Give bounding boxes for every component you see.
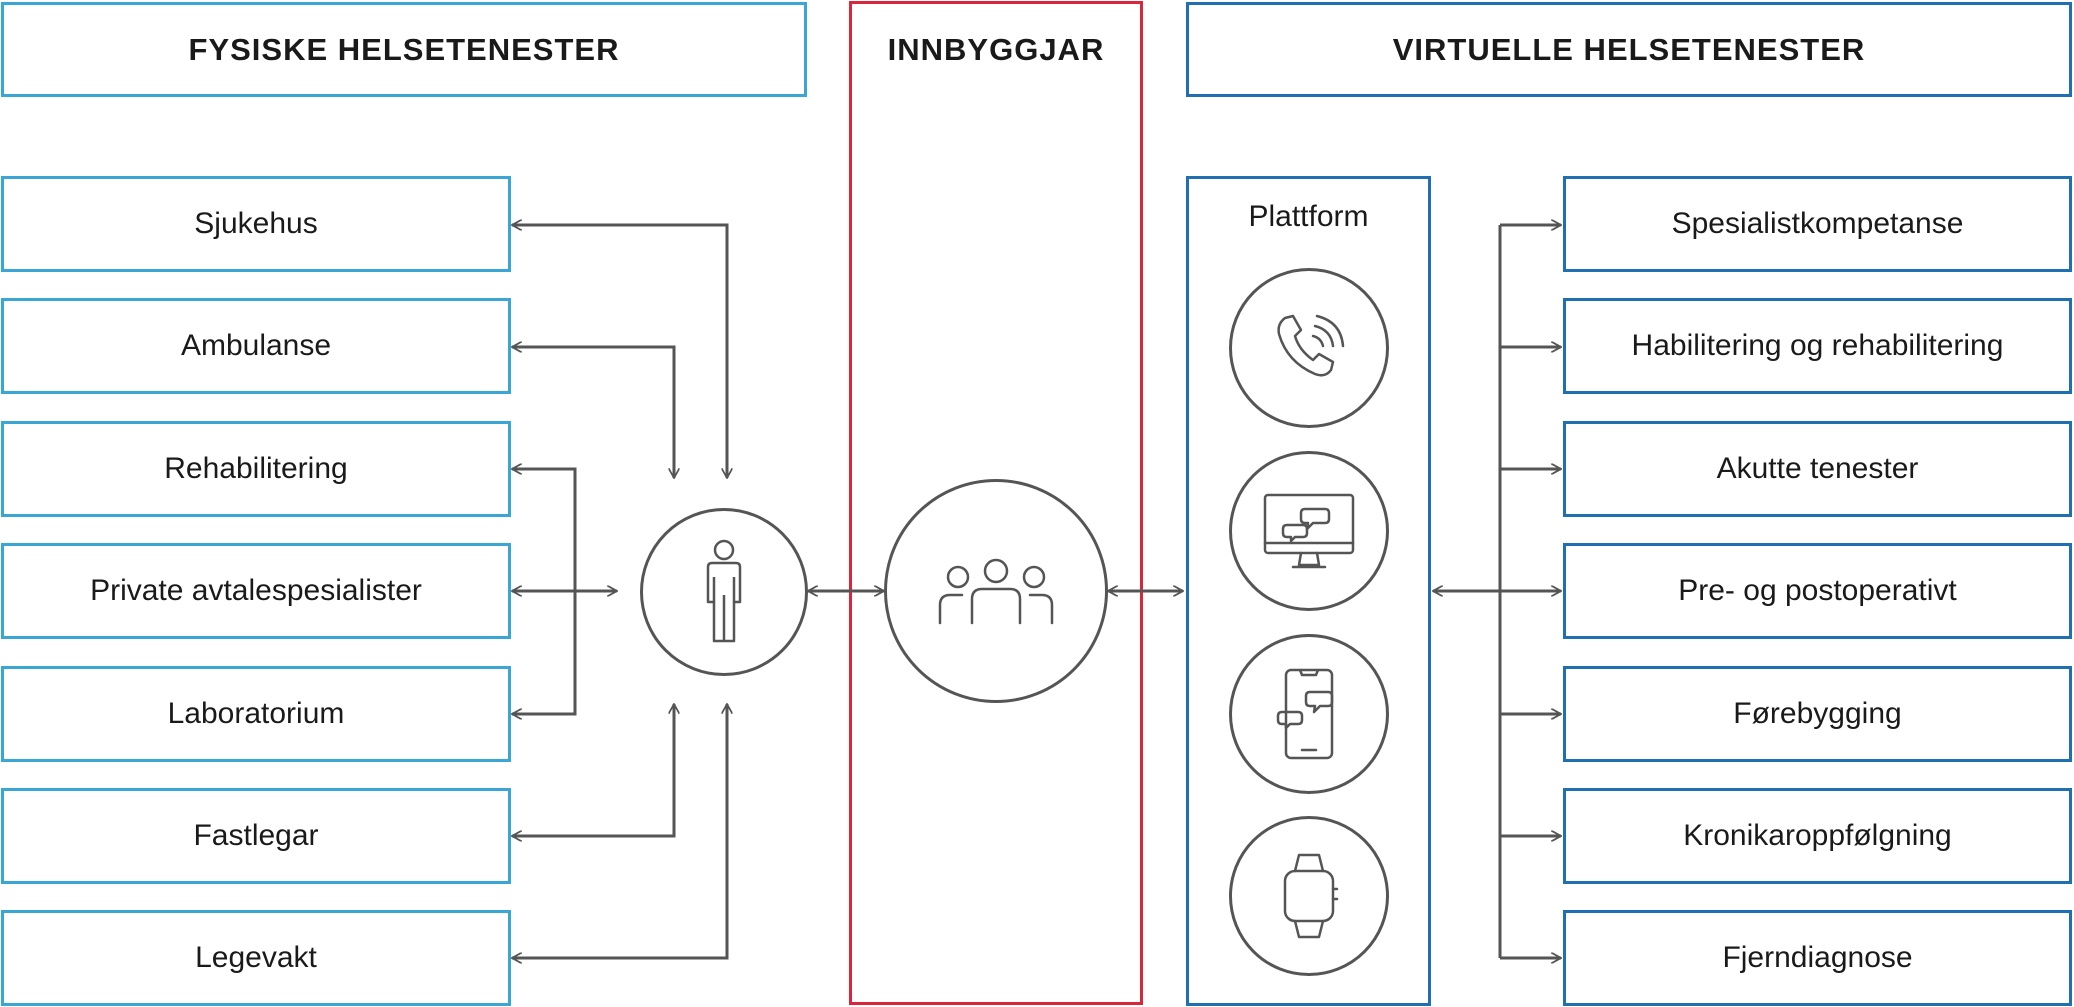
person-icon [706, 539, 742, 643]
service-rehabilitering: Rehabilitering [1, 421, 511, 517]
service-habilitering-og-rehabilitering: Habilitering og rehabilitering [1563, 298, 2072, 394]
platform-label: Plattform [1248, 200, 1369, 233]
smartwatch-circle [1229, 816, 1389, 976]
service-sjukehus: Sjukehus [1, 176, 511, 272]
phone-icon [1277, 314, 1345, 377]
service-laboratorium: Laboratorium [1, 666, 511, 762]
service-spesialistkompetanse: Spesialistkompetanse [1563, 176, 2072, 272]
citizens-circle [884, 479, 1108, 703]
group-icon [938, 558, 1054, 625]
service-forebygging: Førebygging [1563, 666, 2072, 762]
service-kronikaroppfolgning: Kronikaroppfølgning [1563, 788, 2072, 884]
mobile-chat-icon [1276, 668, 1334, 760]
header-virtual: VIRTUELLE HELSETENESTER [1186, 2, 2072, 97]
header-citizen: INNBYGGJAR [887, 32, 1105, 67]
desktop-chat-icon [1263, 493, 1355, 569]
mobile-chat-circle [1229, 634, 1389, 794]
service-ambulanse: Ambulanse [1, 298, 511, 394]
service-pre-og-postoperativt: Pre- og postoperativt [1563, 543, 2072, 639]
person-circle [640, 508, 808, 676]
header-physical: FYSISKE HELSETENESTER [1, 2, 807, 97]
service-fjerndiagnose: Fjerndiagnose [1563, 910, 2072, 1006]
phone-circle [1229, 268, 1389, 428]
service-akutte-tenester: Akutte tenester [1563, 421, 2072, 517]
service-private-avtalespesialister: Private avtalespesialister [1, 543, 511, 639]
service-fastlegar: Fastlegar [1, 788, 511, 884]
desktop-chat-circle [1229, 451, 1389, 611]
smartwatch-icon [1283, 853, 1339, 939]
service-legevakt: Legevakt [1, 910, 511, 1006]
